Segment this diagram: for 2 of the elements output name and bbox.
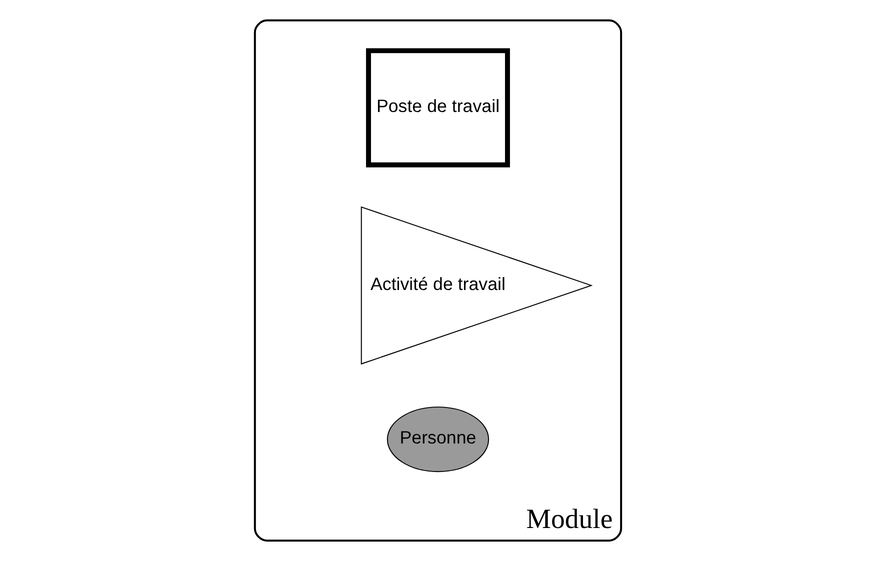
node-ellipse: Personne bbox=[386, 406, 489, 472]
node-box: Poste de travail bbox=[366, 48, 510, 168]
